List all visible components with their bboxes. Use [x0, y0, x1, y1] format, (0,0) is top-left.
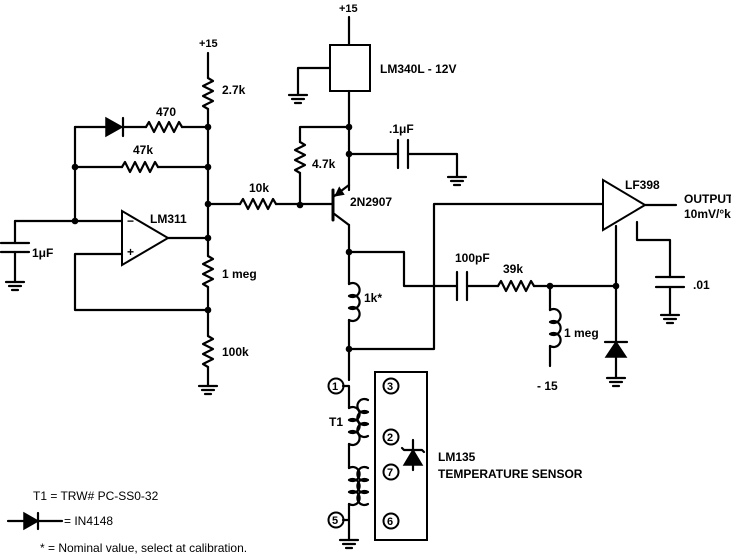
signal-section: 1k* 100pF 39k 1 meg - 15: [345, 202, 620, 393]
sensor-desc-label: TEMPERATURE SENSOR: [438, 467, 583, 481]
regulator-section: +15 LM340L - 12V .1μF: [287, 3, 468, 192]
svg-text:−: −: [127, 214, 134, 228]
supply-label-left: +15: [199, 38, 218, 50]
note-t1: T1 = TRW# PC-SS0-32: [33, 489, 159, 503]
l-1k-label: 1k*: [364, 291, 382, 305]
cap-1uf-label: 1μF: [32, 246, 53, 260]
svg-text:+: +: [127, 245, 134, 259]
zener-diode-icon: [402, 448, 424, 466]
output-title: OUTPUT: [684, 192, 731, 206]
diode-icon: [105, 116, 124, 138]
r-470-label: 470: [156, 105, 176, 119]
supply-label-regulator: +15: [339, 3, 358, 15]
sample-hold-label: LF398: [625, 178, 660, 192]
r-100k-label: 100k: [222, 345, 249, 359]
r-39k-label: 39k: [503, 262, 523, 276]
svg-text:3: 3: [387, 381, 393, 393]
lm340l-regulator: [329, 44, 371, 92]
diode-icon: [23, 511, 40, 531]
regulator-label: LM340L - 12V: [380, 62, 456, 76]
r-4-7k-label: 4.7k: [312, 157, 336, 171]
svg-text:2: 2: [387, 432, 393, 444]
pin-1-label: 1: [332, 381, 338, 393]
lm311-comparator: [121, 209, 170, 267]
comparator-section: +15 2.7k 470 47k 1μF −: [0, 38, 335, 396]
sensor-name-label: LM135: [438, 450, 476, 464]
lm135-sensor-box: [374, 371, 428, 541]
note-asterisk: * = Nominal value, select at calibration…: [40, 541, 247, 554]
cap-01uf-label: .1μF: [389, 122, 414, 136]
transistor-label: 2N2907: [350, 195, 392, 209]
transistor-section: 4.7k 2N2907: [293, 125, 392, 244]
r-1meg-right-label: 1 meg: [564, 326, 599, 340]
sample-hold-section: LF398 OUTPUT 10mV/°k .01: [602, 178, 731, 388]
note-diode: = IN4148: [64, 514, 113, 528]
legend-notes: T1 = TRW# PC-SS0-32 = IN4148 * = Nominal…: [6, 489, 247, 554]
r-1meg-left-label: 1 meg: [222, 267, 257, 281]
comparator-label: LM311: [150, 212, 187, 226]
r-2-7k-label: 2.7k: [222, 83, 246, 97]
diode-icon: [604, 340, 628, 358]
cap-01-label: .01: [693, 278, 710, 292]
transformer-label: T1: [329, 415, 343, 429]
svg-text:6: 6: [387, 516, 393, 528]
pin-5-label: 5: [332, 515, 338, 527]
lf398-sample-hold: [602, 178, 647, 232]
ground-symbol: [287, 93, 309, 105]
output-scale: 10mV/°k: [684, 207, 731, 221]
transformer-section: 1 5 T1 3 2 7 6 LM135 TEMPERATURE SENSOR: [327, 371, 583, 550]
svg-text:7: 7: [387, 467, 393, 479]
supply-neg-label: - 15: [537, 379, 558, 393]
r-10k-label: 10k: [249, 181, 269, 195]
cap-100pf-label: 100pF: [455, 251, 490, 265]
r-47k-label: 47k: [133, 143, 153, 157]
